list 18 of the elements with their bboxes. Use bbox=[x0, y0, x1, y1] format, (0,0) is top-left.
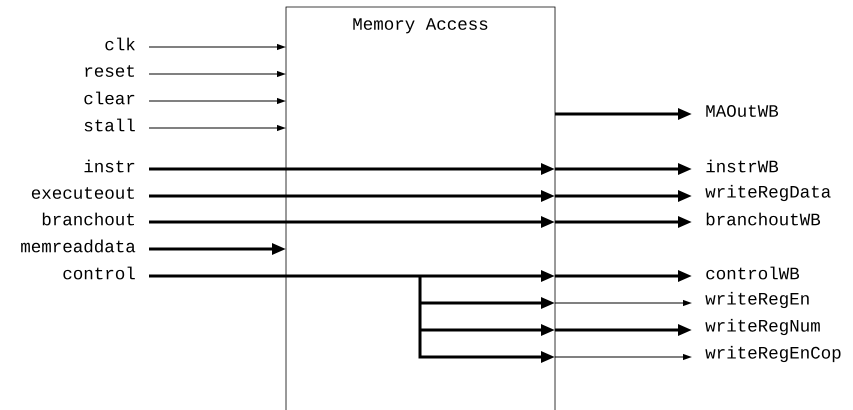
signal-label: branchoutWB bbox=[706, 212, 820, 226]
signal-label: clk bbox=[105, 38, 135, 50]
signal-label: writeRegEn bbox=[705, 292, 809, 308]
signal-label: executeout bbox=[32, 187, 134, 199]
signal-label: instrWB bbox=[706, 160, 778, 172]
signal-label: branchout bbox=[42, 212, 134, 226]
signal-label: writeRegData bbox=[705, 184, 831, 202]
signal-label: MAOutWB bbox=[706, 105, 778, 117]
signal-label: writeRegEnCop bbox=[705, 346, 841, 362]
signal-label: reset bbox=[85, 65, 134, 77]
signal-label: writeRegNum bbox=[705, 318, 820, 336]
signal-label: clear bbox=[84, 92, 134, 104]
signal-label: stall bbox=[84, 118, 135, 132]
signal-label: memreaddata bbox=[21, 240, 136, 252]
signal-label: controlWB bbox=[706, 266, 800, 280]
signal-label: control bbox=[63, 266, 135, 280]
module-box: Memory Access bbox=[286, 6, 556, 410]
signal-label: instr bbox=[84, 160, 134, 172]
